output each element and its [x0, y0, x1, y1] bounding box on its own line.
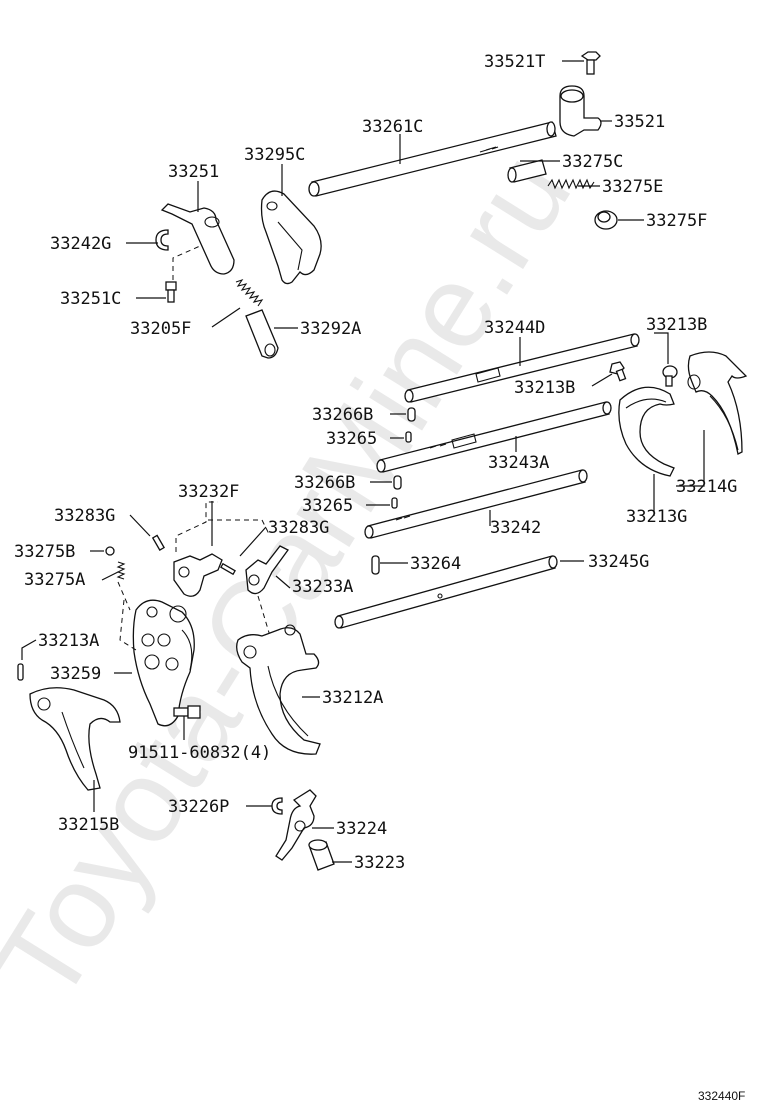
pin-33265-b[interactable] — [391, 497, 398, 509]
spring-33275A[interactable] — [116, 561, 126, 580]
label-33213B-upper[interactable]: 33213B — [646, 315, 707, 335]
label-33251[interactable]: 33251 — [168, 162, 219, 182]
bolt-33521T[interactable] — [580, 51, 601, 75]
fork-33215B[interactable] — [29, 687, 121, 791]
label-33251C[interactable]: 33251C — [60, 289, 121, 309]
lever-33233A[interactable] — [245, 545, 289, 595]
label-33244D[interactable]: 33244D — [484, 318, 545, 338]
label-33242G[interactable]: 33242G — [50, 234, 111, 254]
bolt-33251C[interactable] — [165, 281, 177, 303]
fork-33212A[interactable] — [236, 624, 321, 755]
label-33205F[interactable]: 33205F — [130, 319, 191, 339]
fork-33214G[interactable] — [687, 351, 748, 455]
label-33215B[interactable]: 33215B — [58, 815, 119, 835]
plate-33295C[interactable] — [260, 190, 322, 285]
spring-33275E[interactable] — [547, 178, 595, 190]
label-33275B[interactable]: 33275B — [14, 542, 75, 562]
label-33521T[interactable]: 33521T — [484, 52, 545, 72]
label-33259[interactable]: 33259 — [50, 664, 101, 684]
lever-33232F[interactable] — [173, 553, 223, 597]
rod-33245G[interactable] — [334, 555, 558, 629]
bolt-91511[interactable] — [173, 705, 201, 719]
label-33261C[interactable]: 33261C — [362, 117, 423, 137]
label-33224[interactable]: 33224 — [336, 819, 387, 839]
figure-code: 332440F — [698, 1089, 745, 1103]
label-33265-lower[interactable]: 33265 — [302, 496, 353, 516]
leader-lines — [21, 60, 705, 863]
label-33213G[interactable]: 33213G — [626, 507, 687, 527]
label-91511-60832[interactable]: 91511-60832(4) — [128, 743, 271, 763]
rod-33261C[interactable] — [308, 121, 557, 197]
label-33226P[interactable]: 33226P — [168, 797, 229, 817]
label-33283G-right[interactable]: 33283G — [268, 518, 329, 538]
label-33265-upper[interactable]: 33265 — [326, 429, 377, 449]
label-33266B-upper[interactable]: 33266B — [312, 405, 373, 425]
pin-33264[interactable] — [371, 555, 380, 575]
label-33214G[interactable]: 33214G — [676, 477, 737, 497]
label-33232F[interactable]: 33232F — [178, 482, 239, 502]
rod-33244D[interactable] — [404, 333, 640, 403]
label-33242[interactable]: 33242 — [490, 518, 541, 538]
housing-33521[interactable] — [559, 85, 602, 137]
rod-33243A[interactable] — [376, 401, 612, 473]
label-33233A[interactable]: 33233A — [292, 577, 353, 597]
pin-33283G-a[interactable] — [151, 534, 165, 551]
label-33275E[interactable]: 33275E — [602, 177, 663, 197]
bushing-33223[interactable] — [308, 839, 335, 871]
label-33275A[interactable]: 33275A — [24, 570, 85, 590]
label-33283G-left[interactable]: 33283G — [54, 506, 115, 526]
plunger-33292A[interactable] — [245, 309, 279, 359]
pin-33213A[interactable] — [17, 663, 24, 681]
spring-33205F[interactable] — [235, 278, 264, 307]
label-33292A[interactable]: 33292A — [300, 319, 361, 339]
pin-33266B-b[interactable] — [393, 475, 402, 490]
pin-33266B-a[interactable] — [407, 407, 416, 422]
rod-33242[interactable] — [364, 469, 588, 539]
label-33275F[interactable]: 33275F — [646, 211, 707, 231]
plug-33275F[interactable] — [594, 210, 618, 230]
lever-33251[interactable] — [160, 203, 235, 275]
label-33521[interactable]: 33521 — [614, 112, 665, 132]
label-33212A[interactable]: 33212A — [322, 688, 383, 708]
clip-33226P[interactable] — [271, 797, 283, 815]
pin-33283G-b[interactable] — [220, 562, 236, 576]
pin-33275C[interactable] — [507, 159, 547, 183]
lever-33224[interactable] — [275, 789, 317, 861]
pin-33265-a[interactable] — [405, 431, 412, 443]
ball-33275B[interactable] — [105, 546, 115, 556]
label-33295C[interactable]: 33295C — [244, 145, 305, 165]
label-33243A[interactable]: 33243A — [488, 453, 549, 473]
bolt-33213B-a[interactable] — [609, 361, 627, 382]
fork-33213G[interactable] — [618, 386, 675, 477]
bolt-33213B-b[interactable] — [662, 365, 678, 387]
label-33213B-lower[interactable]: 33213B — [514, 378, 575, 398]
label-33223[interactable]: 33223 — [354, 853, 405, 873]
label-33213A[interactable]: 33213A — [38, 631, 99, 651]
label-33245G[interactable]: 33245G — [588, 552, 649, 572]
label-33275C[interactable]: 33275C — [562, 152, 623, 172]
clip-33242G[interactable] — [155, 229, 169, 251]
label-33266B-lower[interactable]: 33266B — [294, 473, 355, 493]
label-33264[interactable]: 33264 — [410, 554, 461, 574]
